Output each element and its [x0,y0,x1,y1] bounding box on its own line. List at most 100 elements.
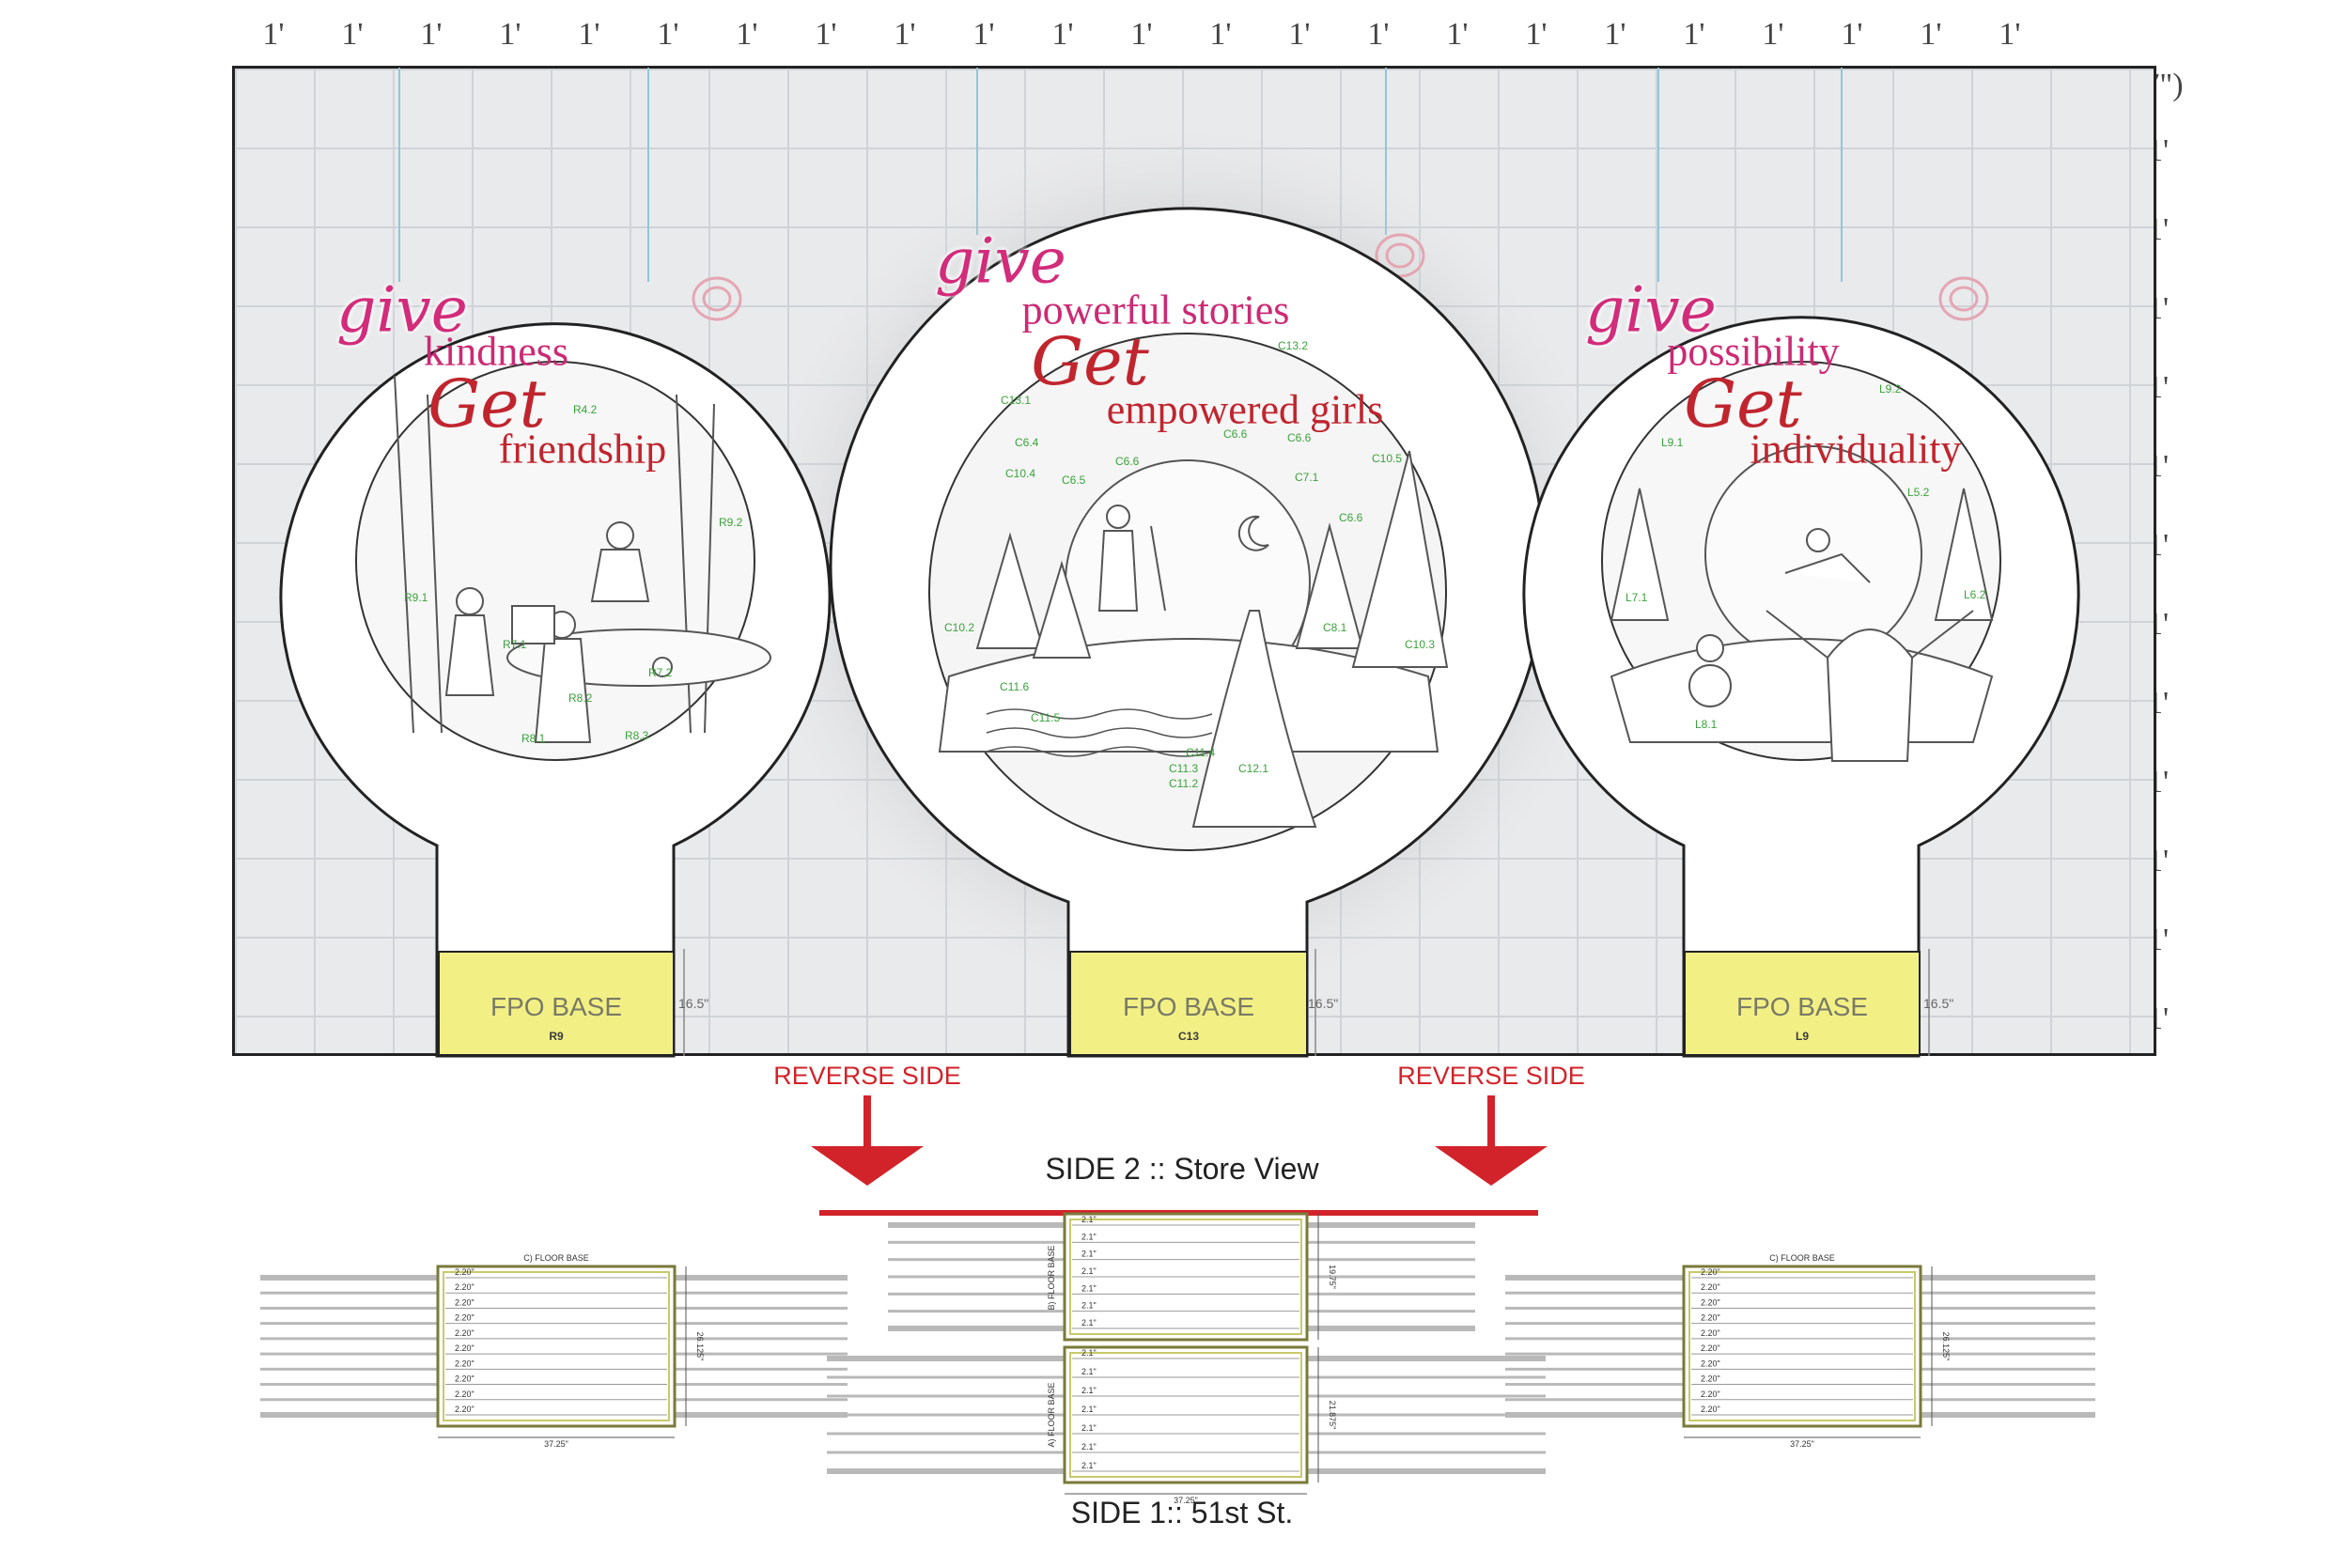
floor-plan-left-spacing: 2.20" [455,1405,474,1414]
top-ruler-mark: 1' [1999,17,2021,52]
floor-plan-right-spacing: 2.20" [1701,1389,1720,1399]
floor-plans: 2.20" 2.20" 2.20" 2.20" 2.20" 2.20" 2.20" 2.20"… [260,1212,2095,1505]
top-ruler-mark: 1' [1051,17,1074,52]
component-code: R8.2 [568,691,593,705]
top-ruler-mark: 1' [1604,17,1626,52]
component-code: C10.4 [1005,467,1035,480]
component-code: C11.6 [1000,680,1029,693]
component-code: C6.6 [1339,511,1363,524]
top-ruler-mark: 1' [972,17,995,52]
floor-plan-center-bottom-spacing: 2.1" [1081,1405,1097,1414]
left-give-phrase: kindness [424,328,568,375]
top-ruler-mark: 1' [1683,17,1705,52]
center-base-code: C13 [1177,1030,1199,1043]
component-code: C6.5 [1062,474,1086,487]
left-give-word: give [336,273,468,347]
component-code: C8.1 [1323,621,1347,634]
center-give-word: give [935,225,1066,298]
component-code: C11.3 [1169,762,1198,775]
top-ruler-mark: 1' [1525,17,1548,52]
component-code: L6.2 [1964,588,1986,601]
top-ruler-mark: 1' [894,17,916,52]
right-base-height: 16.5" [1923,996,1954,1011]
top-ruler-mark: 1' [578,17,600,52]
right-give-phrase: possibility [1667,328,1840,375]
component-code: R4.2 [573,403,598,416]
top-ruler-mark: 1' [420,17,443,52]
right-fpo-base: FPO BASE L9 [1684,951,1921,1056]
floor-plan-right-spacing: 2.20" [1701,1313,1720,1323]
floor-plan-right-title: C) FLOOR BASE [1769,1253,1835,1263]
floor-plan-center-top-spacing: 2.1" [1081,1283,1097,1293]
component-code: C11.4 [1186,746,1215,759]
floor-plan-right-width: 37.25" [1790,1439,1814,1449]
top-ruler-mark: 1' [657,17,679,52]
floor-plan-left-title: C) FLOOR BASE [523,1253,589,1263]
floor-plan-center-bottom-title: A) FLOOR BASE [1047,1382,1056,1447]
center-base-label: FPO BASE [1122,992,1255,1021]
component-code: C6.4 [1015,436,1039,449]
component-code: L5.2 [1907,486,1930,499]
reverse-side-right: REVERSE SIDE [1397,1062,1585,1090]
reverse-side-left: REVERSE SIDE [773,1062,961,1090]
floor-plan-center-top-spacing: 2.1" [1081,1250,1097,1259]
floor-plan-right-spacing: 2.20" [1701,1374,1720,1384]
right-get-word: Get [1684,365,1802,442]
side-1-label: SIDE 1:: 51st St. [1070,1496,1294,1529]
right-base-label: FPO BASE [1735,992,1869,1021]
component-code: C12.1 [1238,762,1268,775]
top-ruler: 1'1'1'1'1'1'1'1'1'1'1'1'1'1'1'1'1'1'1'1'… [0,17,2349,73]
top-ruler-mark: 1' [1209,17,1232,52]
floor-plan-left-width: 37.25" [544,1439,568,1449]
floor-plan-right-spacing: 2.20" [1701,1328,1720,1338]
component-code: C6.6 [1115,455,1140,468]
floor-plan-left-spacing: 2.20" [455,1267,474,1277]
floor-plan-left-inner [443,1271,670,1421]
center-get-word: Get [1031,323,1149,400]
base-dimension-lines [683,949,1930,1056]
right-give-word: give [1585,273,1717,347]
floor-plan-left-spacing: 2.20" [455,1343,474,1353]
top-ruler-mark: 1' [262,17,285,52]
floor-plan-right-spacing: 2.20" [1701,1405,1720,1414]
component-code: C6.6 [1287,431,1312,444]
floor-plan-center-top-spacing: 2.1" [1081,1232,1097,1241]
floor-plan-left-spacing: 2.20" [455,1374,474,1384]
floor-plan-center-bottom-spacing: 2.1" [1081,1423,1097,1433]
component-code: R8.3 [625,729,649,742]
component-code: R7.1 [503,638,527,651]
left-get-phrase: friendship [498,426,667,473]
reverse-arrows [811,1095,1548,1186]
left-get-word: Get [428,365,546,442]
component-code: R9.1 [404,591,428,604]
component-code: C10.2 [944,621,974,634]
left-base-code: R9 [549,1030,564,1043]
floor-plan-right-spacing: 2.20" [1701,1297,1720,1307]
floor-plan-center-bottom-inner [1069,1352,1302,1478]
floor-plan-right-spacing: 2.20" [1701,1343,1720,1353]
top-ruler-mark: 1' [815,17,837,52]
top-ruler-mark: 1' [1841,17,1863,52]
hanger-rings [692,233,1989,321]
top-ruler-mark: 1' [1762,17,1784,52]
component-code: C10.5 [1372,452,1402,465]
component-code: L9.1 [1661,436,1684,449]
floor-plan-left-spacing: 2.20" [455,1297,474,1307]
top-ruler-mark: 1' [1367,17,1390,52]
floor-plan-left-spacing: 2.20" [455,1328,474,1338]
floor-plan-left-height: 26.125" [695,1332,705,1361]
left-fpo-base: FPO BASE R9 [438,951,675,1056]
floor-plan-center-top-spacing: 2.1" [1081,1215,1097,1224]
top-ruler-mark: 1' [1920,17,1942,52]
component-code: R7.2 [648,666,673,679]
component-code: R9.2 [719,516,743,529]
side-2-label: SIDE 2 :: Store View [1045,1152,1319,1186]
floor-plan-center-bottom-width: 37.25" [1174,1496,1198,1505]
center-fpo-base: FPO BASE C13 [1069,951,1308,1056]
floor-plan-left-spacing: 2.20" [455,1282,474,1292]
floor-plan-center-bottom-spacing: 2.1" [1081,1442,1097,1452]
